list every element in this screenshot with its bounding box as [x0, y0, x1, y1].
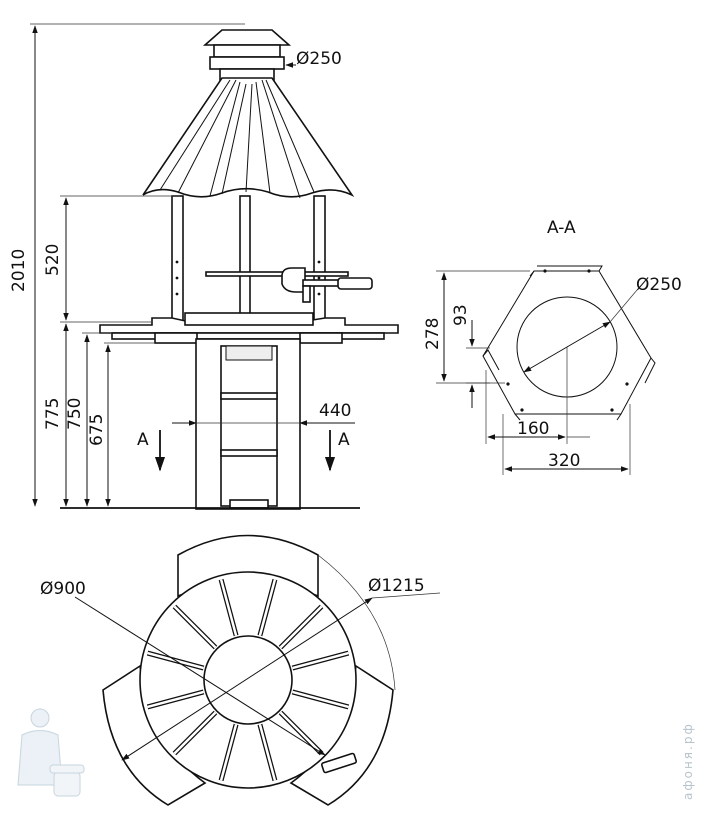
dim-inner-diameter: Ø900	[40, 579, 86, 599]
spit-bracket	[302, 285, 311, 303]
ash-drawer	[225, 345, 273, 361]
section-aa-view: A-A Ø250 278 93 160	[423, 218, 682, 475]
grill-tray	[184, 312, 314, 326]
dim-chimney-diameter: Ø250	[296, 49, 342, 69]
chimney-cap	[202, 29, 292, 46]
base-shelves	[220, 392, 278, 457]
base-opening	[220, 345, 278, 507]
dim-section-height-total: 278	[423, 318, 443, 350]
section-holes	[506, 269, 629, 412]
top-view: Ø900 Ø1215	[40, 534, 441, 806]
dim-overall-height: 2010	[9, 249, 29, 292]
post-center	[239, 195, 251, 323]
spit-motor	[281, 267, 306, 293]
roof-ribs	[159, 79, 315, 199]
dim-base-width: 440	[319, 401, 351, 421]
front-dimensions: 2010 520 775 750 675 Ø250 440 A A	[9, 23, 355, 507]
dim-outer-diameter: Ø1215	[368, 576, 425, 596]
spit-handle	[337, 277, 373, 290]
spit-shaft	[302, 279, 340, 287]
base-foot	[229, 499, 269, 509]
post-right	[313, 195, 326, 323]
dim-seat-height: 675	[87, 414, 107, 446]
section-mark-right: A	[338, 430, 350, 450]
post-holes	[175, 260, 321, 296]
table-support-left	[154, 332, 198, 344]
dim-roof-height: 520	[43, 244, 63, 276]
chimney-band	[209, 56, 285, 70]
dim-table-height: 775	[43, 398, 63, 430]
dim-section-diameter: Ø250	[636, 275, 682, 295]
section-mark-left: A	[137, 430, 149, 450]
table-rim	[111, 332, 385, 340]
mascot-logo	[17, 708, 85, 797]
table-support-right	[299, 332, 343, 344]
watermark: афоня.рф	[681, 722, 695, 800]
chimney-collar	[213, 44, 281, 58]
dim-section-half-width: 160	[517, 419, 549, 439]
spit-rod	[205, 271, 349, 277]
section-aa-title: A-A	[547, 218, 576, 238]
dim-section-height-lower: 93	[451, 304, 471, 326]
roof-canopy	[142, 77, 355, 198]
dim-grill-height: 750	[65, 398, 85, 430]
post-left	[171, 195, 184, 323]
dim-section-full-width: 320	[548, 451, 580, 471]
grill-center-circle	[203, 635, 293, 725]
